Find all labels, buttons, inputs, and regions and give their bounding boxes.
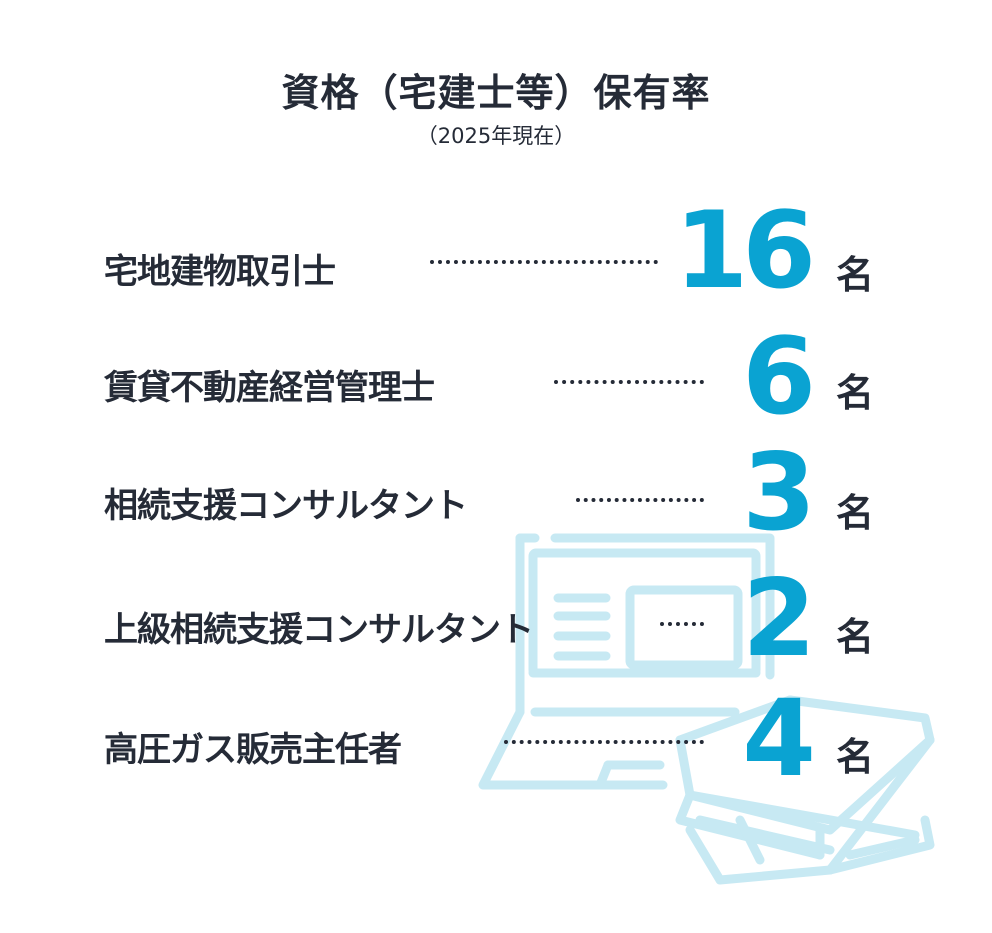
unit-label: 名: [835, 491, 874, 535]
qualification-count: 2: [742, 557, 816, 680]
page-title: 資格（宅建士等）保有率: [281, 71, 711, 115]
qualification-label: 相続支援コンサルタント: [104, 486, 468, 526]
qualification-count: 6: [742, 315, 816, 438]
qualification-label: 賃貸不動産経営管理士: [104, 368, 435, 408]
dotted-leader: [430, 260, 658, 264]
dotted-leader: [504, 740, 704, 744]
qualification-label: 高圧ガス販売主任者: [104, 730, 402, 770]
dotted-leader: [576, 498, 704, 502]
qualification-row: 賃貸不動産経営管理士 6 名: [104, 324, 874, 430]
unit-label: 名: [835, 735, 874, 779]
qualification-label: 上級相続支援コンサルタント: [104, 610, 534, 650]
qualification-row: 上級相続支援コンサルタント 2 名: [104, 566, 874, 672]
books-icon: [675, 695, 935, 885]
qualification-row: 高圧ガス販売主任者 4 名: [104, 686, 874, 792]
unit-label: 名: [835, 615, 874, 659]
unit-label: 名: [835, 371, 874, 415]
qualification-count: 4: [742, 677, 816, 800]
laptop-icon: [478, 533, 775, 790]
qualification-row: 相続支援コンサルタント 3 名: [104, 440, 874, 546]
unit-label: 名: [835, 253, 874, 297]
dotted-leader: [660, 622, 704, 626]
qualification-row: 宅地建物取引士 16 名: [104, 198, 874, 304]
qualification-label: 宅地建物取引士: [104, 252, 336, 292]
qualification-count: 16: [674, 189, 815, 312]
dotted-leader: [554, 380, 704, 384]
qualification-count: 3: [742, 431, 816, 554]
page-subtitle: （2025年現在）: [416, 124, 576, 148]
